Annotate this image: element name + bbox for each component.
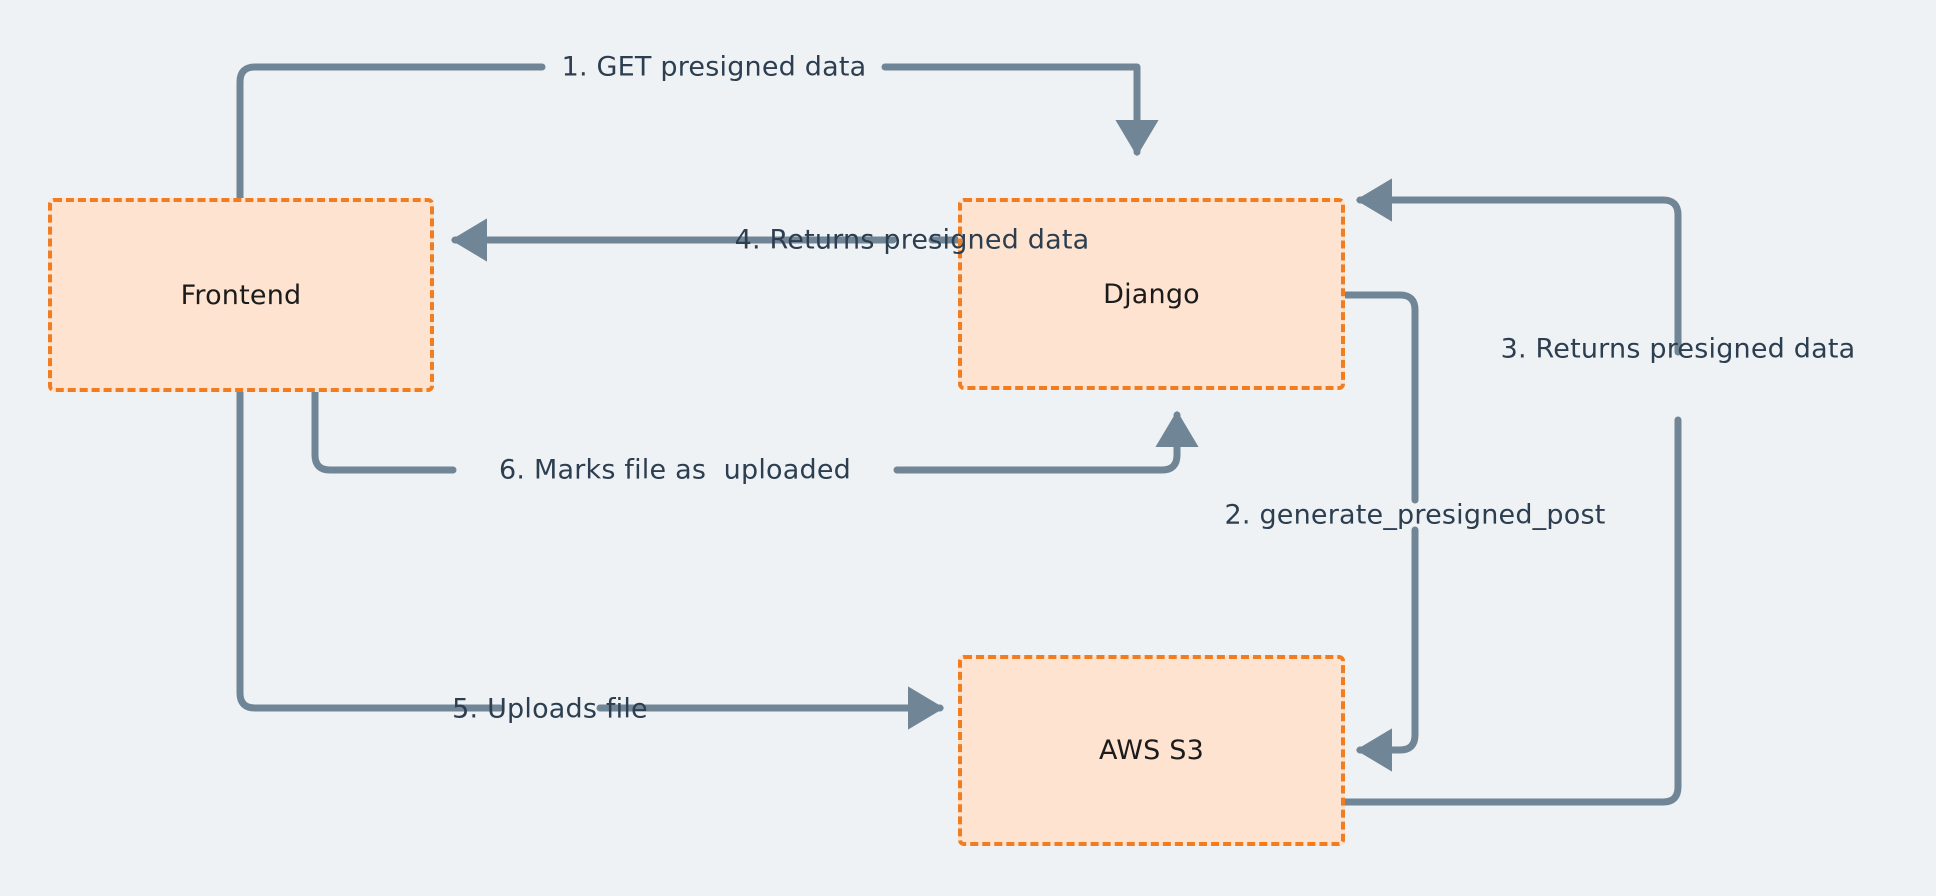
- node-frontend[interactable]: Frontend: [48, 198, 434, 392]
- edge-1-segment-b: [881, 63, 1159, 157]
- edge-label-3: 3. Returns presigned data: [1500, 333, 1856, 365]
- edge-label-4: 4. Returns presigned data: [734, 224, 1090, 256]
- edge-label-5: 5. Uploads file: [452, 693, 648, 725]
- edge-label-2: 2. generate_presigned_post: [1224, 499, 1606, 531]
- edge-6-segment-a: [311, 388, 457, 474]
- node-django-label: Django: [1103, 278, 1200, 310]
- edge-label-6: 6. Marks file as uploaded: [499, 454, 851, 486]
- edge-2-segment-a: [1341, 291, 1419, 504]
- node-django[interactable]: Django: [958, 198, 1345, 390]
- edge-6-segment-b: [893, 410, 1199, 474]
- node-frontend-label: Frontend: [180, 279, 302, 311]
- edge-3-segment-b: [1355, 178, 1682, 356]
- edge-3-segment-a: [1341, 416, 1682, 806]
- node-aws-s3[interactable]: AWS S3: [958, 655, 1345, 846]
- node-aws-s3-label: AWS S3: [1099, 735, 1204, 766]
- edge-5-segment-a: [236, 388, 504, 712]
- edge-label-1: 1. GET presigned data: [561, 51, 867, 83]
- edge-1-segment-a: [236, 63, 546, 202]
- edge-2-segment-b: [1355, 526, 1419, 772]
